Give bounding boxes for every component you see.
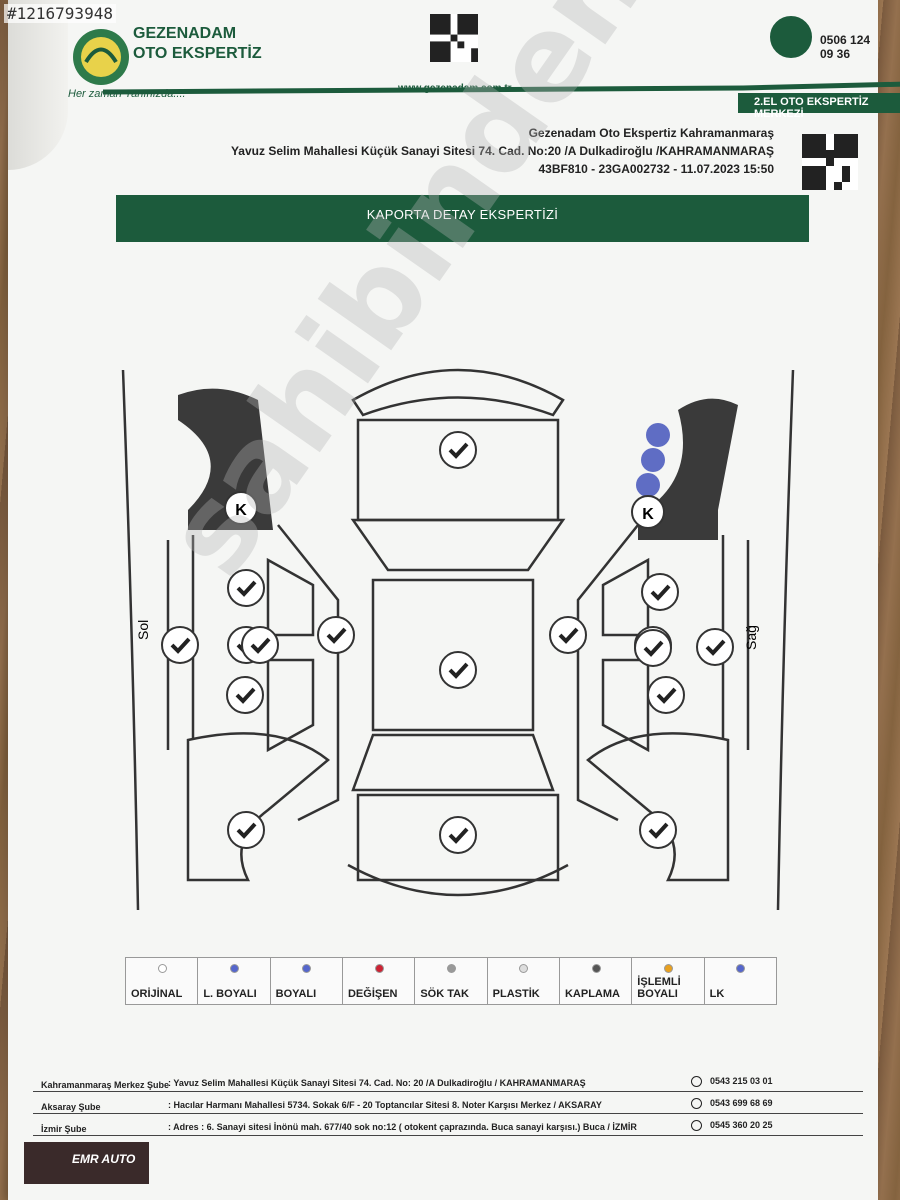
phone-icon xyxy=(770,16,812,58)
legend-color-dot xyxy=(519,964,529,973)
company-name: Gezenadam Oto Ekspertiz Kahramanmaraş xyxy=(528,126,774,140)
legend-label: SÖK TAK xyxy=(420,988,469,1000)
check-left-rear-fender xyxy=(227,811,265,849)
legend-color-dot xyxy=(663,964,673,973)
legend: ORİJİNAL L. BOYALI BOYALI DEĞİŞEN SÖK TAK PLA… xyxy=(125,957,777,1005)
legend-label: İŞLEMLİ BOYALI xyxy=(637,976,681,1000)
check-right-rear-fender xyxy=(639,811,677,849)
phone-icon xyxy=(691,1120,702,1132)
legend-item: PLASTİK xyxy=(488,958,560,1004)
legend-color-dot xyxy=(157,964,167,973)
check-roof xyxy=(439,651,477,689)
left-rear-window xyxy=(266,658,315,753)
legend-color-dot xyxy=(736,964,746,973)
legend-label: L. BOYALI xyxy=(203,988,257,1000)
branch-name: İzmir Şube xyxy=(41,1124,87,1134)
branch-row: Aksaray Şube : Hacılar Harmanı Mahallesi … xyxy=(33,1092,863,1114)
branch-row: Kahramanmaraş Merkez Şube: Yavuz Selim M… xyxy=(33,1070,863,1092)
check-left-pillar-mid xyxy=(317,616,355,654)
phone-icon xyxy=(691,1098,702,1110)
check-hood xyxy=(439,431,477,469)
legend-item: DEĞİŞEN xyxy=(343,958,416,1004)
left-tire-marker xyxy=(224,491,258,525)
roof-outline xyxy=(371,578,535,732)
left-rear-fender-outline xyxy=(186,732,330,882)
legend-label: ORİJİNAL xyxy=(131,988,183,1000)
left-edge-line xyxy=(121,369,140,911)
check-left-pillar xyxy=(241,626,279,664)
legend-label: PLASTİK xyxy=(492,988,540,1000)
legend-item: BOYALI xyxy=(271,958,343,1004)
left-tire-letter: K xyxy=(235,502,247,519)
branch-name: Kahramanmaraş Merkez Şube xyxy=(41,1080,170,1090)
legend-item: SÖK TAK xyxy=(415,958,488,1004)
right-rear-fender-outline xyxy=(586,732,730,882)
website-link: www.gezenadam.com.tr xyxy=(398,83,512,94)
check-right-pillar-mid xyxy=(696,628,734,666)
check-right-sill xyxy=(549,616,587,654)
legend-color-dot xyxy=(229,964,239,973)
service-banner: 2.EL OTO EKSPERTİZ MERKEZİ xyxy=(738,93,900,120)
company-address: Yavuz Selim Mahallesi Küçük Sanayi Sites… xyxy=(230,144,774,158)
branch-name: Aksaray Şube xyxy=(41,1102,101,1112)
header-phone: 0506 124 09 36 xyxy=(820,33,871,61)
check-right-front-door xyxy=(647,676,685,714)
right-tire-marker xyxy=(631,495,665,529)
branch-footer: Kahramanmaraş Merkez Şube: Yavuz Selim M… xyxy=(33,1070,863,1136)
right-edge-line xyxy=(776,369,795,911)
branch-address: : Yavuz Selim Mahallesi Küçük Sanayi Sit… xyxy=(168,1078,586,1088)
left-front-window xyxy=(266,557,315,637)
company-info: Gezenadam Oto Ekspertiz Kahramanmaraş Ya… xyxy=(231,124,774,178)
legend-color-dot xyxy=(302,964,312,973)
phone-icon xyxy=(691,1076,702,1088)
branch-phone: 0543 699 68 69 xyxy=(691,1098,773,1110)
legend-item: İŞLEMLİ BOYALI xyxy=(632,958,705,1004)
trunk-outline xyxy=(356,793,560,882)
check-left-front-fender xyxy=(227,569,265,607)
report-page: GEZENADAM OTO EKSPERTİZ Her zaman Yanını… xyxy=(8,0,900,1200)
section-title: KAPORTA DETAY EKSPERTİZİ xyxy=(116,195,809,242)
right-front-window xyxy=(601,557,650,637)
car-body-diagram: K K Sol Sağ xyxy=(121,368,795,911)
right-tire-letter: K xyxy=(642,506,654,523)
legend-color-dot xyxy=(374,964,384,973)
legend-item: ORİJİNAL xyxy=(126,958,199,1004)
branch-address: : Hacılar Harmanı Mahallesi 5734. Sokak … xyxy=(168,1100,602,1110)
legend-item: KAPLAMA xyxy=(560,958,633,1004)
legend-label: KAPLAMA xyxy=(564,988,620,1000)
rear-window-outline xyxy=(351,733,555,792)
legend-color-dot xyxy=(591,964,601,973)
legend-item: L. BOYALI xyxy=(198,958,271,1004)
legend-item: LK xyxy=(705,958,776,1004)
dealer-logo: EMR AUTO xyxy=(24,1142,149,1184)
branch-phone: 0543 215 03 01 xyxy=(691,1076,773,1088)
qr-code-report xyxy=(802,134,858,190)
right-rear-window xyxy=(601,658,650,753)
legend-color-dot xyxy=(446,964,456,973)
check-trunk xyxy=(439,816,477,854)
branch-phone: 0545 360 20 25 xyxy=(691,1120,773,1132)
qr-code-top xyxy=(430,14,478,62)
branch-address: : Adres : 6. Sanayi sitesi İnönü mah. 67… xyxy=(168,1122,637,1132)
brand-name: GEZENADAM OTO EKSPERTİZ xyxy=(133,25,262,62)
legend-label: BOYALI xyxy=(275,988,317,1000)
header-green-stripe xyxy=(103,81,900,95)
listing-id: #1216793948 xyxy=(4,4,116,23)
report-id: 43BF810 - 23GA002732 - 11.07.2023 15:50 xyxy=(538,162,774,176)
front-bumper xyxy=(351,368,565,417)
company-logo xyxy=(73,29,129,85)
rear-bumper xyxy=(347,863,569,897)
page-curl xyxy=(8,0,68,170)
check-left-front-door xyxy=(226,676,264,714)
left-side-label: Sol xyxy=(135,620,151,640)
legend-label: DEĞİŞEN xyxy=(347,988,398,1000)
check-right-front-fender xyxy=(641,573,679,611)
branch-row: İzmir Şube : Adres : 6. Sanayi sitesi İnö… xyxy=(33,1114,863,1136)
windshield-outline xyxy=(350,518,566,572)
right-side-label: Sağ xyxy=(743,625,759,650)
dealer-logo-text: EMR AUTO xyxy=(72,1152,136,1166)
legend-label: LK xyxy=(709,988,725,1000)
check-right-pillar xyxy=(634,629,672,667)
check-left-sill xyxy=(161,626,199,664)
